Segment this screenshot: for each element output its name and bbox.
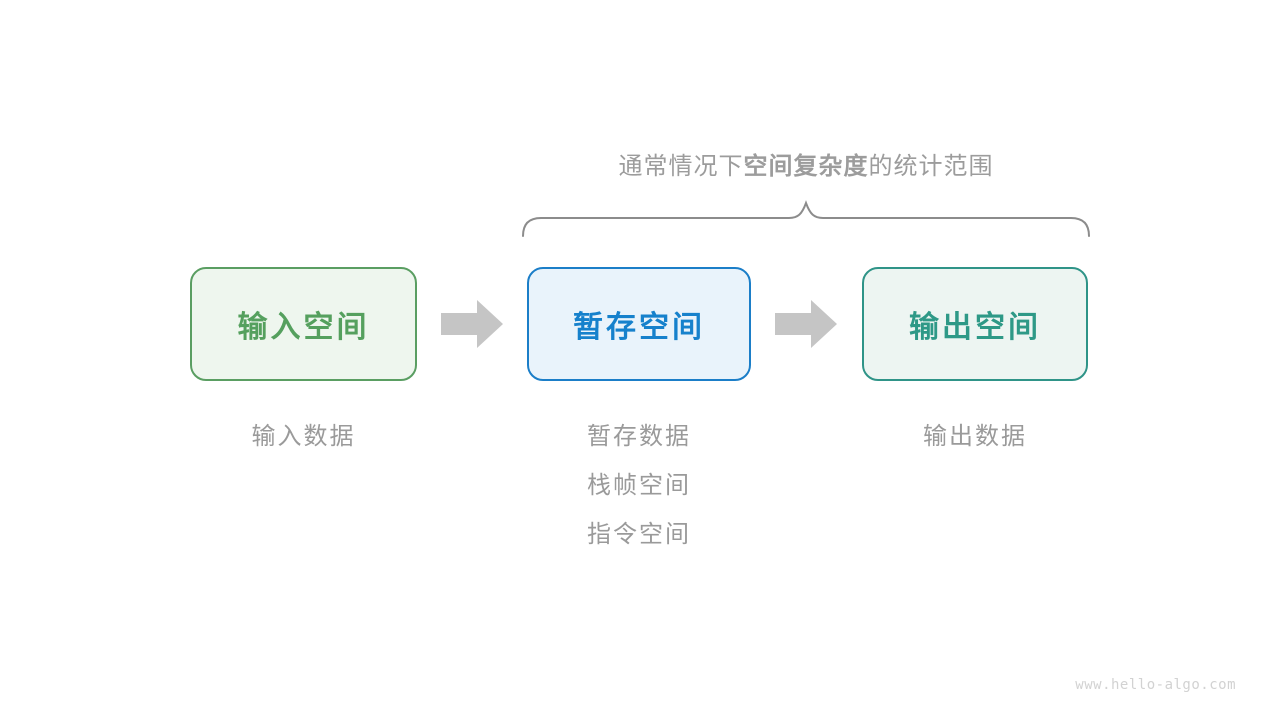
note-line: 输出数据 bbox=[923, 423, 1027, 450]
diagram-title: 通常情况下空间复杂度的统计范围 bbox=[521, 146, 1091, 181]
brace-bracket-icon bbox=[522, 200, 1090, 237]
arrow-right-icon bbox=[775, 300, 837, 348]
watermark: www.hello-algo.com bbox=[1075, 677, 1236, 693]
arrow-right-shape bbox=[441, 300, 503, 348]
box-output-space-label: 输出空间 bbox=[909, 311, 1041, 344]
arrow-right-shape bbox=[775, 300, 837, 348]
box-input-space: 输入空间 bbox=[190, 267, 417, 381]
note-line: 输入数据 bbox=[251, 423, 356, 450]
box-temporary-space: 暂存空间 bbox=[527, 267, 751, 381]
box-output-space: 输出空间 bbox=[862, 267, 1088, 381]
note-output-data: 输出数据 bbox=[862, 412, 1088, 461]
brace-path bbox=[522, 200, 1090, 237]
title-bold-segment: 空间复杂度 bbox=[743, 153, 869, 180]
title-prefix: 通常情况下 bbox=[618, 153, 744, 180]
note-temporary-data: 暂存数据 栈帧空间 指令空间 bbox=[527, 412, 751, 559]
box-temporary-space-label: 暂存空间 bbox=[573, 311, 705, 344]
note-line: 暂存数据 bbox=[587, 423, 691, 450]
note-line: 指令空间 bbox=[587, 521, 691, 548]
note-input-data: 输入数据 bbox=[190, 412, 417, 461]
title-suffix: 的统计范围 bbox=[868, 153, 994, 180]
arrow-right-icon bbox=[441, 300, 503, 348]
box-input-space-label: 输入空间 bbox=[237, 311, 370, 344]
note-line: 栈帧空间 bbox=[587, 472, 691, 499]
